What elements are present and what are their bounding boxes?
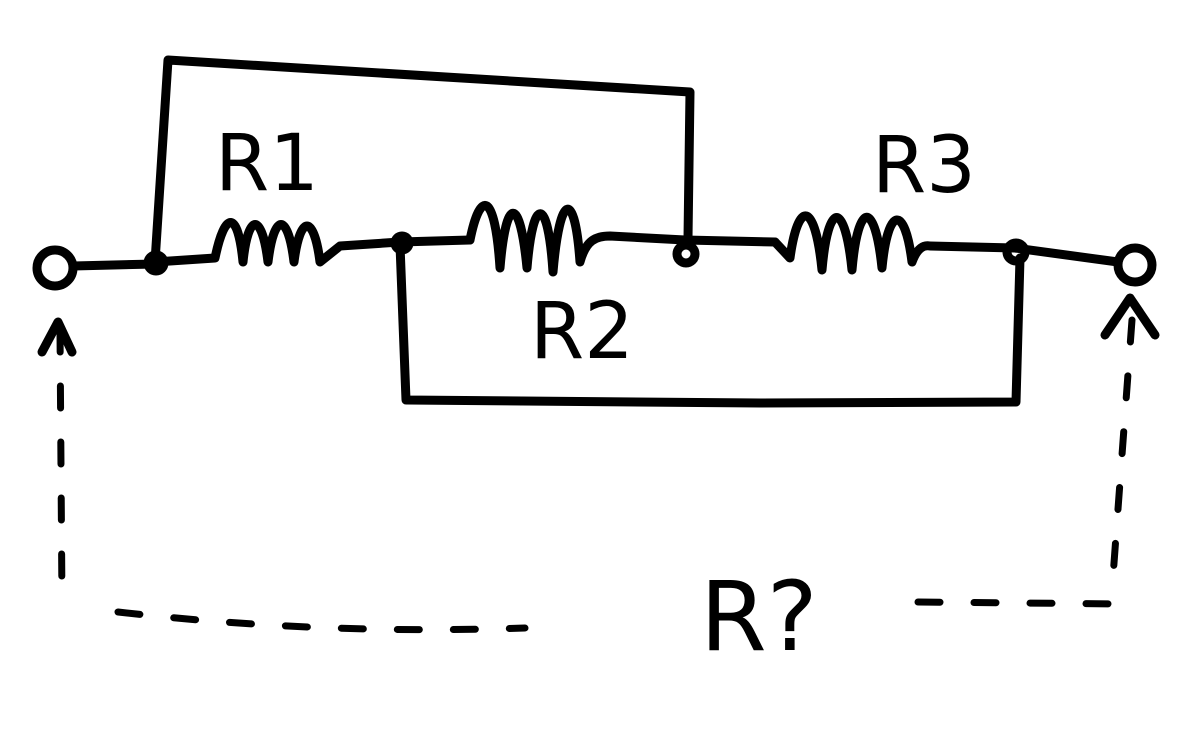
dashed-right [1108, 316, 1136, 594]
wire-right-lead [1010, 243, 1123, 267]
resistor-r1 [150, 218, 405, 267]
arrow-up-right-icon [1100, 293, 1160, 340]
resistor-r2 [465, 200, 690, 277]
junction-d [1002, 238, 1030, 266]
junction-b [390, 231, 414, 255]
label-r3: R3 [872, 121, 976, 211]
label-r2: R2 [530, 287, 634, 377]
right-terminal [1113, 243, 1157, 287]
dashed-bottom-left [114, 608, 529, 634]
dashed-left [56, 326, 66, 609]
junction-a [143, 250, 169, 276]
wire-top-bypass [150, 55, 695, 267]
wire-left-lead [68, 259, 160, 271]
dashed-bottom-right [914, 598, 1129, 608]
left-terminal [32, 245, 78, 291]
resistor-r3 [770, 211, 1020, 275]
label-unknown-resistance: R? [700, 561, 818, 673]
wire-node-c-r3 [680, 235, 780, 247]
wire-bottom-bypass [395, 240, 1025, 408]
junction-c [672, 240, 700, 268]
label-r1: R1 [215, 119, 319, 209]
arrow-up-left-icon [37, 317, 77, 357]
